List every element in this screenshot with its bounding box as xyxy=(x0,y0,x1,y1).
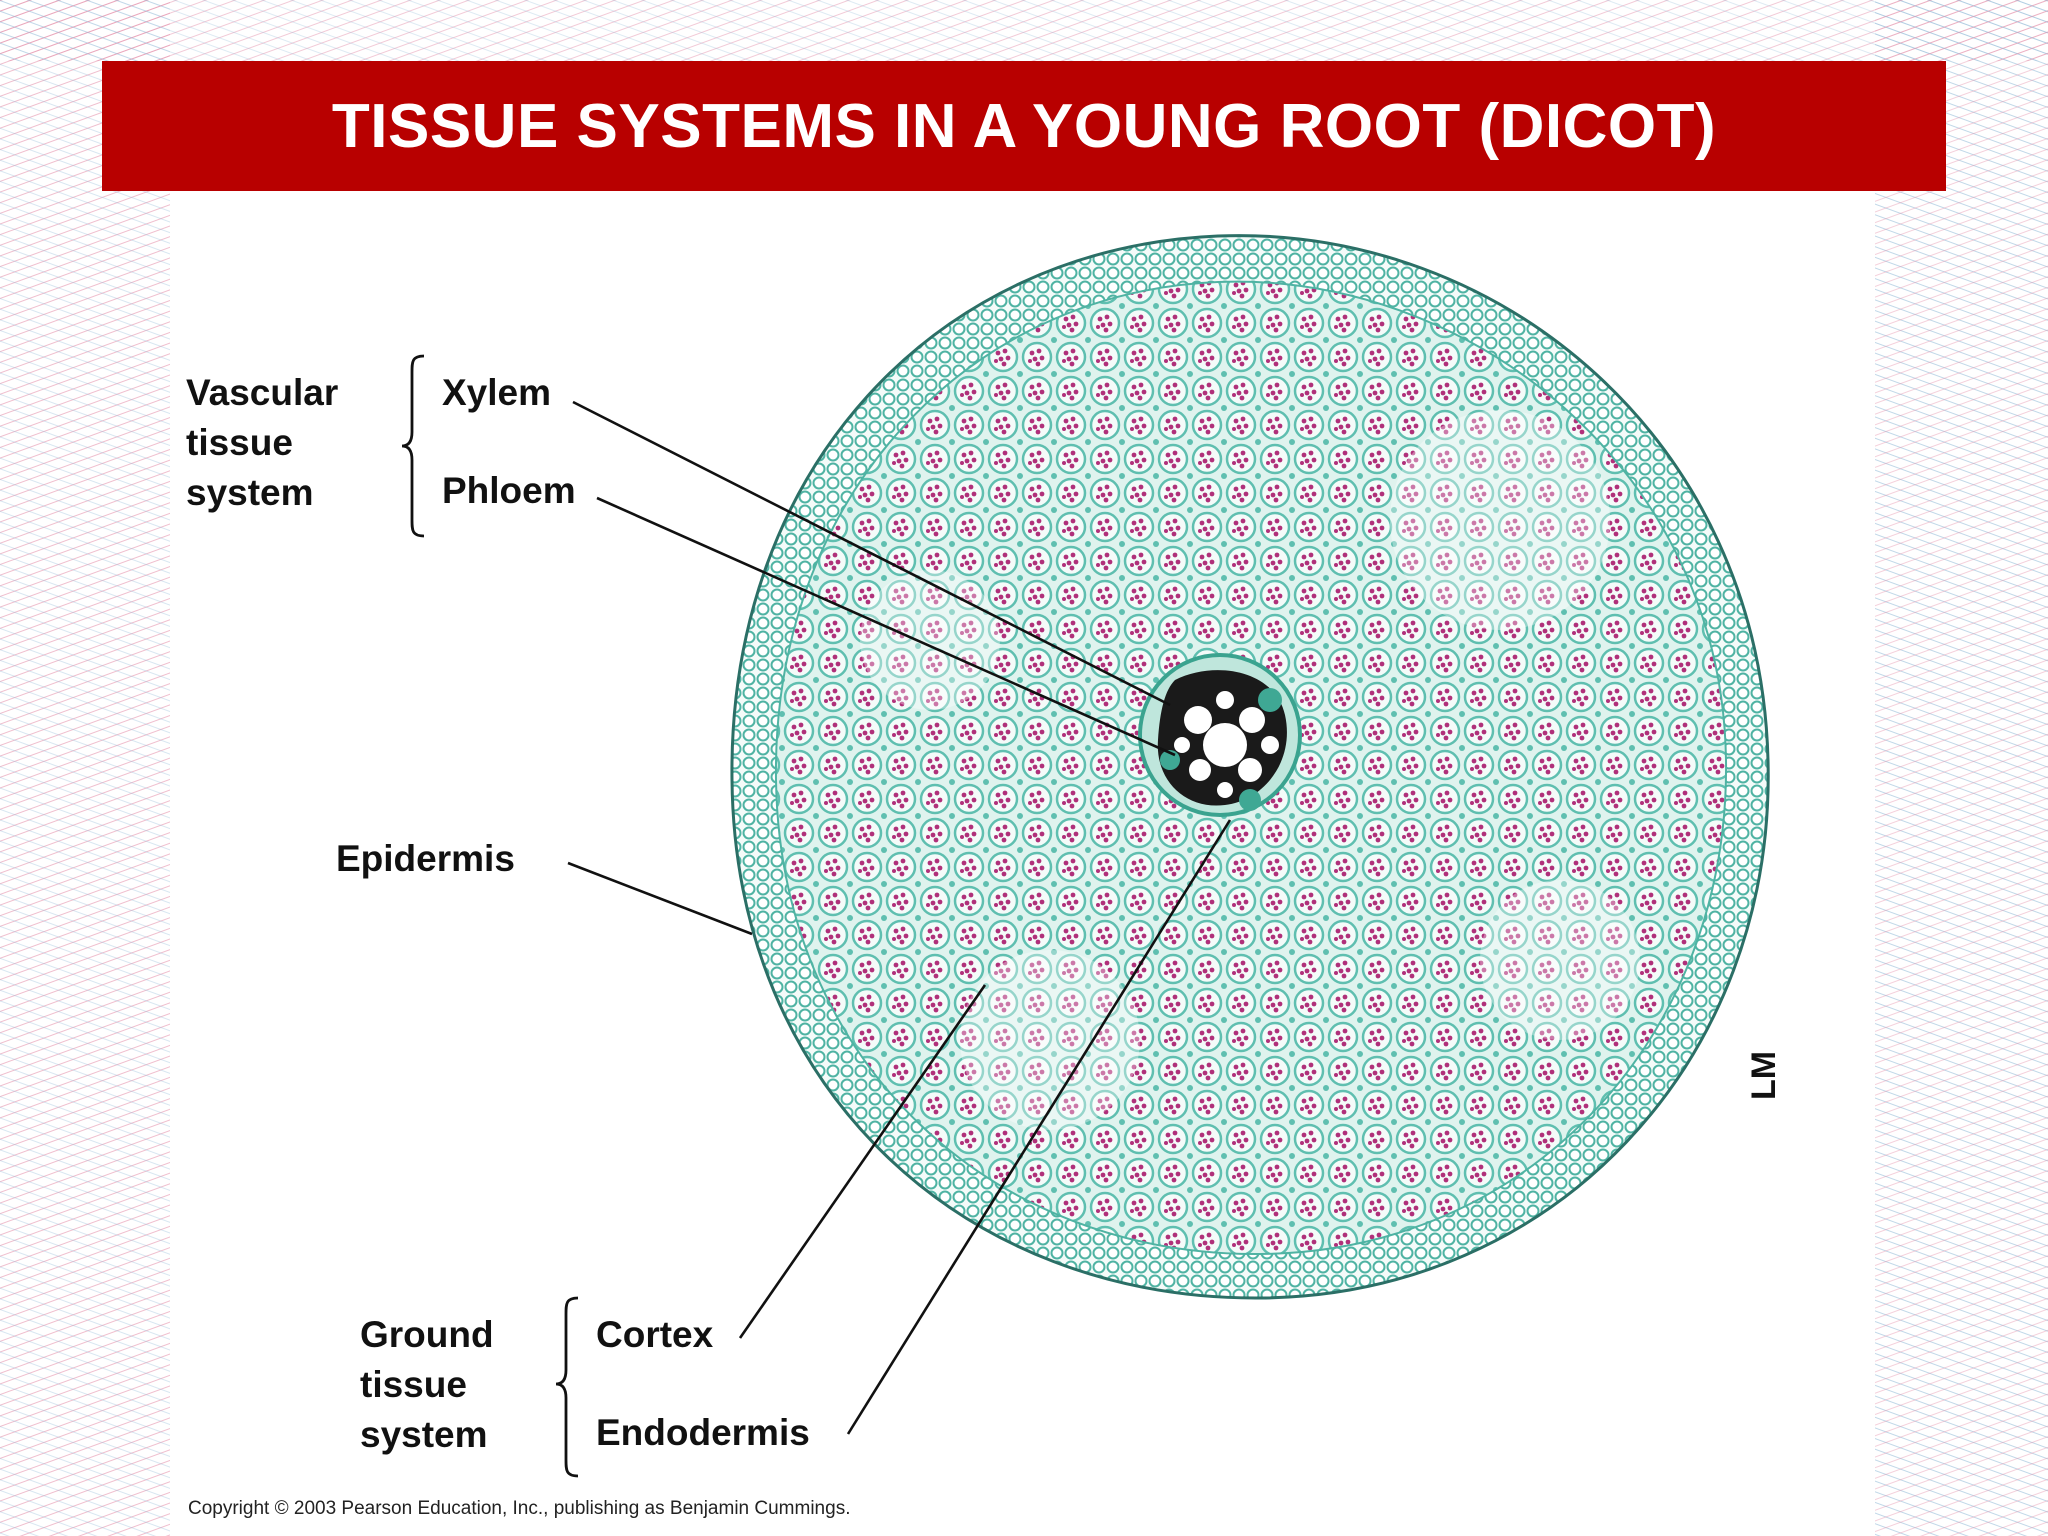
xylem-label: Xylem xyxy=(442,372,552,413)
cortex-leader xyxy=(738,984,987,1339)
ground-label-line2: tissue xyxy=(360,1364,467,1405)
micrograph-type-tag: LM xyxy=(1745,1050,1784,1101)
vascular-label-line3: system xyxy=(186,472,314,513)
xylem-leader xyxy=(572,400,1171,707)
ground-label-line1: Ground xyxy=(360,1314,494,1355)
vascular-label-line2: tissue xyxy=(186,422,293,463)
ground-bracket xyxy=(555,1296,579,1478)
slide-title: TISSUE SYSTEMS IN A YOUNG ROOT (DICOT) xyxy=(331,91,1717,161)
epidermis-label: Epidermis xyxy=(336,838,515,879)
vascular-bracket xyxy=(401,354,425,538)
phloem-leader xyxy=(596,496,1176,757)
vascular-label-line1: Vascular xyxy=(186,372,339,413)
stele xyxy=(1157,670,1287,811)
endodermis-leader xyxy=(846,819,1232,1435)
ground-tissue-system-label: Ground tissue system xyxy=(360,1310,494,1460)
phloem-label: Phloem xyxy=(442,470,576,511)
vascular-tissue-system-label: Vascular tissue system xyxy=(186,368,338,518)
title-bar: TISSUE SYSTEMS IN A YOUNG ROOT (DICOT) xyxy=(102,61,1946,191)
ground-label-line3: system xyxy=(360,1414,488,1455)
cortex-label: Cortex xyxy=(596,1314,714,1355)
endodermis-label: Endodermis xyxy=(596,1412,810,1453)
copyright-notice: Copyright © 2003 Pearson Education, Inc.… xyxy=(188,1498,851,1519)
epidermis-leader xyxy=(567,861,753,936)
